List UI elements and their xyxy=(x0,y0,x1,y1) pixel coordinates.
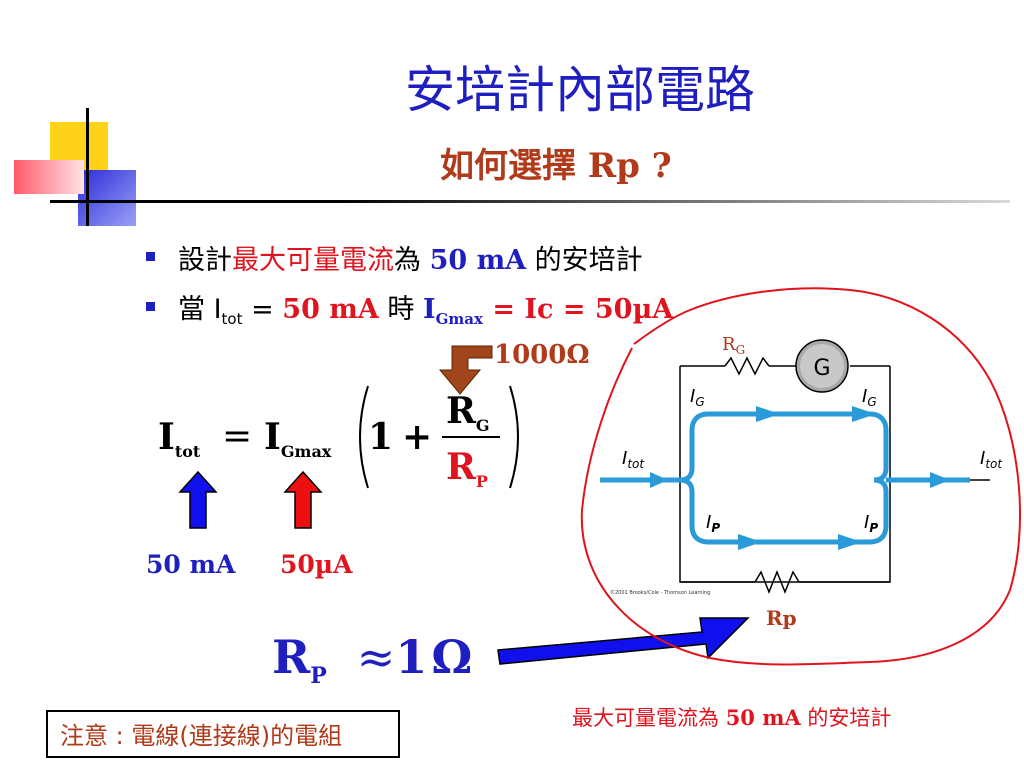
decor-red-bar xyxy=(14,160,84,194)
itot-left-label: Itot xyxy=(622,448,645,471)
label-itot-value: 50 mA xyxy=(146,550,236,579)
bullet-2: 當 Itot = 50 mA 時 IGmax = Ic = 50µA xyxy=(178,294,674,328)
resistance-value-label: 1000Ω xyxy=(494,340,590,370)
copyright-label: ©2001 Brooks/Cole - Thomson Learning xyxy=(610,589,710,596)
bullet-marker xyxy=(146,252,155,261)
formula-parentheses xyxy=(359,385,519,489)
title-rule xyxy=(50,200,1010,203)
galvanometer-label: G xyxy=(813,356,830,381)
ig-left-label: IG xyxy=(690,386,705,409)
formula-plus: + xyxy=(402,416,433,458)
rp-label: Rp xyxy=(766,606,797,630)
ig-right-label: IG xyxy=(862,386,877,409)
result-pointer-arrow xyxy=(497,617,750,665)
bottom-caption: 最大可量電流為 50 mA 的安培計 xyxy=(572,705,892,730)
ip-left-label: IP xyxy=(706,512,720,535)
ip-right-label: IP xyxy=(864,512,878,535)
formula-one: 1 xyxy=(368,416,394,458)
brown-pointer-arrow xyxy=(438,345,493,395)
formula-denominator: RP xyxy=(446,446,488,491)
red-up-arrow xyxy=(283,470,323,529)
formula-equals: = xyxy=(222,416,253,457)
formula-ig: IGmax xyxy=(264,416,332,461)
blue-up-arrow xyxy=(178,470,218,529)
formula-numerator: RG xyxy=(446,390,490,435)
itot-right-label: Itot xyxy=(980,448,1003,471)
bullet-marker xyxy=(146,302,155,311)
decor-vertical-line xyxy=(86,108,89,226)
label-igmax-value: 50µA xyxy=(280,550,353,579)
ammeter-circuit-diagram: G RG IG IG Itot Itot IP IP ©2001 Brooks/… xyxy=(580,287,1021,666)
slide-title: 安培計內部電路 xyxy=(405,61,755,119)
formula-lhs: Itot xyxy=(158,416,201,461)
bullet-1: 設計最大可量電流為 50 mA 的安培計 xyxy=(178,245,643,276)
rg-label: RG xyxy=(722,334,745,357)
result-formula: RP ≈1Ω xyxy=(272,630,473,689)
slide-subtitle: 如何選擇 Rp ? xyxy=(440,146,672,186)
note-box xyxy=(46,710,400,758)
note-text: 注意 : 電線(連接線)的電組 xyxy=(60,722,343,750)
